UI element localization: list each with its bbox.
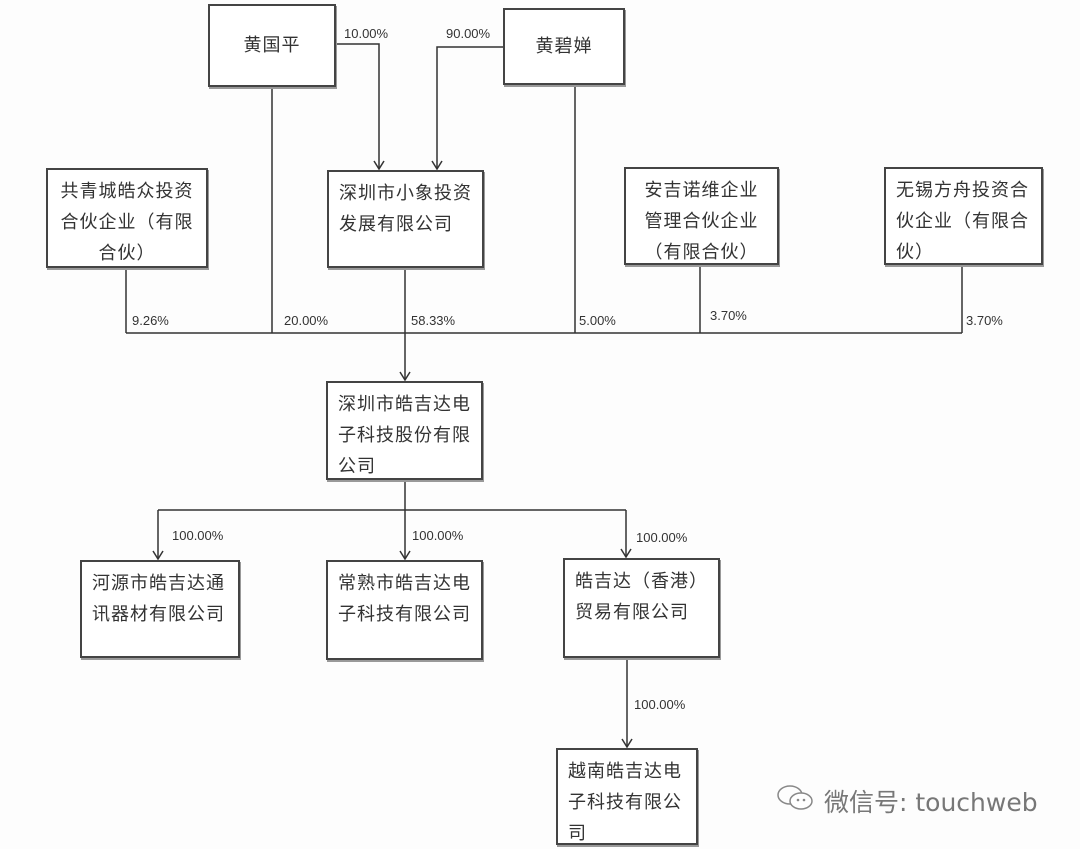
node-heyuan: 河源市皓吉达通讯器材有限公司 — [80, 560, 240, 658]
node-label: 河源市皓吉达通讯器材有限公司 — [92, 573, 225, 625]
node-xiaoxiang: 深圳市小象投资发展有限公司 — [327, 170, 484, 268]
node-label: 越南皓吉达电子科技有限公司 — [568, 761, 682, 844]
node-anji: 安吉诺维企业管理合伙企业（有限合伙） — [624, 167, 779, 265]
node-label: 共青城皓众投资合伙企业（有限合伙） — [60, 181, 194, 264]
edge-label: 3.70% — [710, 308, 747, 323]
node-label: 深圳市皓吉达电子科技股份有限公司 — [338, 394, 471, 477]
node-label: 常熟市皓吉达电子科技有限公司 — [338, 573, 471, 625]
edge-hbc-xiaoxiang — [437, 46, 503, 169]
edge-label: 20.00% — [284, 313, 329, 328]
edge-label: 100.00% — [634, 697, 686, 712]
node-haojida: 深圳市皓吉达电子科技股份有限公司 — [326, 381, 483, 480]
node-hongkong: 皓吉达（香港）贸易有限公司 — [563, 558, 720, 658]
watermark: 微信号: touchweb — [776, 783, 1038, 819]
node-label: 黄国平 — [243, 35, 301, 56]
node-label: 安吉诺维企业管理合伙企业（有限合伙） — [644, 180, 759, 263]
wechat-icon — [776, 783, 816, 819]
node-vietnam: 越南皓吉达电子科技有限公司 — [556, 748, 698, 845]
node-huang-guoping: 黄国平 — [208, 4, 336, 87]
edge-label: 100.00% — [172, 528, 224, 543]
edge-hgp-xiaoxiang — [336, 43, 379, 169]
node-label: 黄碧婵 — [535, 36, 593, 57]
edge-label: 100.00% — [412, 528, 464, 543]
edge-label: 3.70% — [966, 313, 1003, 328]
watermark-text: 微信号: touchweb — [824, 788, 1038, 817]
node-label: 皓吉达（香港）贸易有限公司 — [575, 571, 708, 623]
node-huang-bichan: 黄碧婵 — [503, 8, 625, 85]
edge-label: 5.00% — [579, 313, 616, 328]
edge-label: 58.33% — [411, 313, 456, 328]
node-wuxi: 无锡方舟投资合伙企业（有限合伙） — [884, 167, 1043, 265]
edge-label: 10.00% — [344, 26, 389, 41]
edge-label: 100.00% — [636, 530, 688, 545]
node-label: 无锡方舟投资合伙企业（有限合伙） — [896, 180, 1029, 263]
node-gongqingcheng: 共青城皓众投资合伙企业（有限合伙） — [46, 168, 208, 268]
node-changshu: 常熟市皓吉达电子科技有限公司 — [326, 560, 483, 660]
edge-label: 90.00% — [446, 26, 491, 41]
edge-label: 9.26% — [132, 313, 169, 328]
node-label: 深圳市小象投资发展有限公司 — [339, 183, 472, 235]
